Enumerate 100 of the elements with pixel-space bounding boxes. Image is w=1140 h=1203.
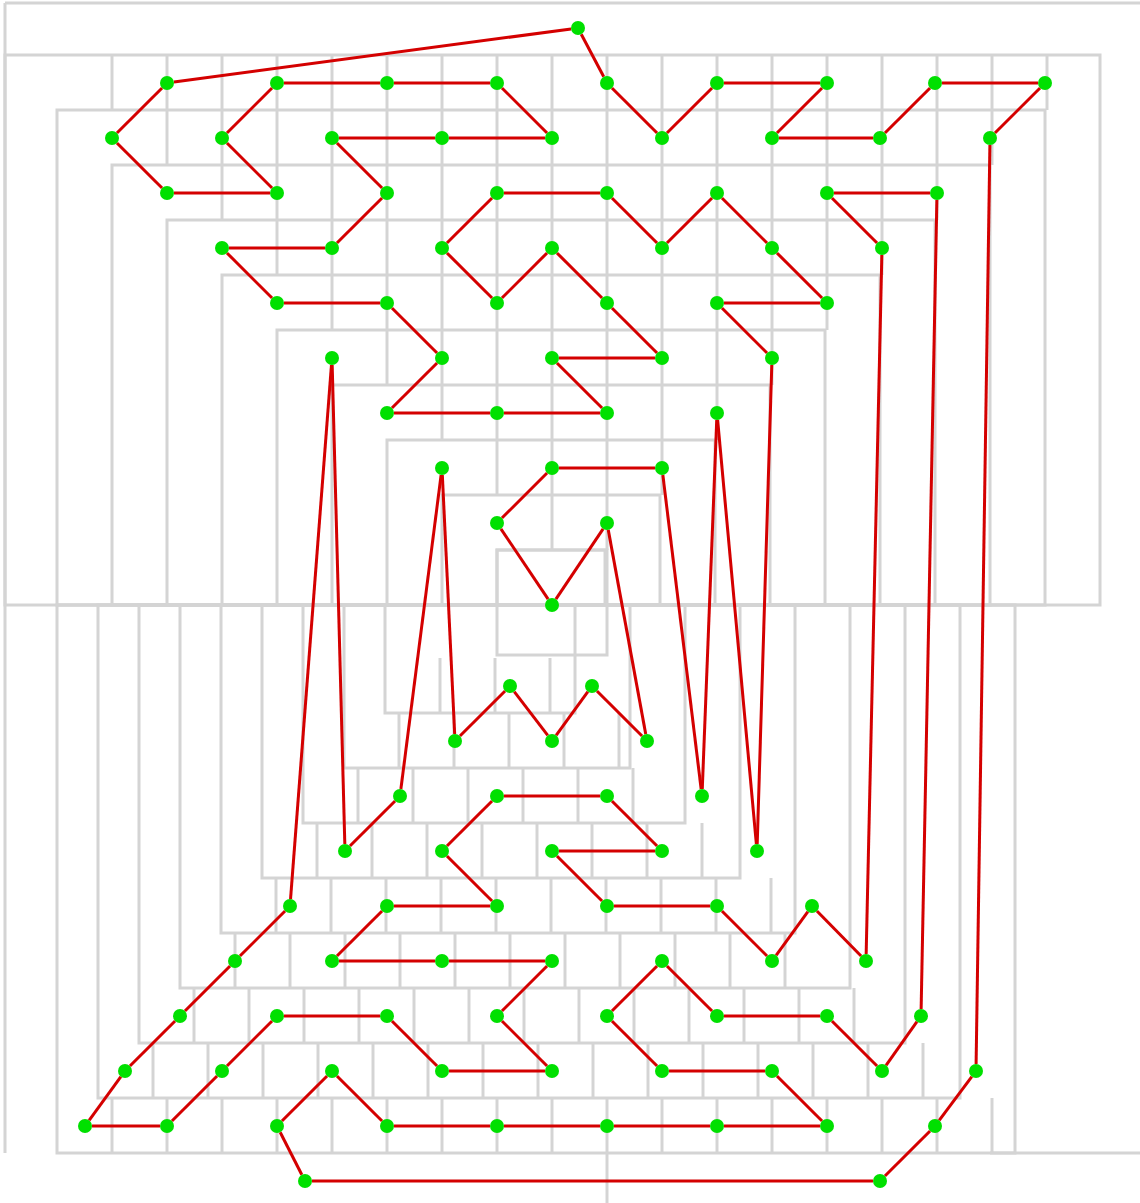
connector-line bbox=[339, 136, 435, 140]
connector-line bbox=[445, 196, 494, 245]
connector-line bbox=[555, 361, 604, 410]
connector-line bbox=[339, 959, 435, 963]
connector-line bbox=[225, 141, 274, 190]
connector-line bbox=[500, 86, 549, 135]
connector-line bbox=[458, 689, 507, 738]
connector-line bbox=[390, 306, 439, 355]
connector-line bbox=[755, 364, 774, 845]
connector-line bbox=[128, 1019, 177, 1068]
connector-line bbox=[830, 196, 879, 245]
connector-line bbox=[335, 141, 384, 190]
connector-line bbox=[312, 1179, 873, 1183]
connector-line bbox=[669, 1069, 765, 1073]
connector-line bbox=[815, 909, 863, 958]
connector-line bbox=[716, 419, 758, 845]
connector-line bbox=[661, 474, 703, 790]
connector-line bbox=[724, 301, 820, 305]
connector-line bbox=[440, 474, 457, 735]
connector-line bbox=[504, 794, 600, 798]
connector-line bbox=[610, 306, 659, 355]
connector-line bbox=[173, 27, 572, 84]
connector-line bbox=[559, 466, 655, 470]
connector-line bbox=[665, 964, 714, 1013]
connector-line bbox=[614, 1124, 710, 1128]
connector-line bbox=[720, 909, 769, 958]
connector-line bbox=[289, 364, 333, 900]
connector-line bbox=[280, 1074, 329, 1123]
connector-line bbox=[665, 196, 714, 245]
connector-line bbox=[554, 527, 605, 601]
connector-line bbox=[513, 690, 549, 737]
connector-line bbox=[115, 86, 164, 135]
connector-line bbox=[225, 1019, 274, 1068]
connector-line bbox=[610, 964, 659, 1013]
connector-line bbox=[499, 527, 550, 601]
connector-line bbox=[720, 196, 769, 245]
connector-line bbox=[174, 191, 270, 195]
connector-line bbox=[449, 959, 545, 963]
connector-line bbox=[606, 529, 648, 735]
connector-line bbox=[554, 690, 590, 737]
connector-line bbox=[614, 904, 710, 908]
connector-line bbox=[775, 86, 824, 135]
connector-line bbox=[449, 1069, 545, 1073]
connector-line bbox=[700, 419, 719, 790]
connector-line bbox=[974, 144, 992, 1065]
connector-line bbox=[595, 689, 644, 738]
connector-line bbox=[775, 1074, 824, 1123]
connector-line bbox=[610, 799, 659, 848]
connector-line bbox=[665, 86, 714, 135]
connector-line bbox=[284, 301, 380, 305]
connector-line bbox=[724, 1124, 820, 1128]
connector-line bbox=[775, 251, 824, 300]
connector-line bbox=[445, 799, 494, 848]
connector-line bbox=[449, 136, 545, 140]
connector-line bbox=[883, 1129, 932, 1178]
connector-line bbox=[883, 86, 932, 135]
connector-line bbox=[864, 254, 884, 955]
connector-line bbox=[720, 306, 769, 355]
connector-line bbox=[830, 1019, 879, 1068]
connector-line bbox=[610, 86, 659, 135]
connector-line bbox=[115, 141, 164, 190]
connector-line bbox=[724, 81, 820, 85]
connector-line bbox=[394, 1124, 490, 1128]
connector-line bbox=[399, 474, 443, 790]
connector-line bbox=[779, 136, 873, 140]
connector-line bbox=[390, 361, 439, 410]
connector-line bbox=[335, 1074, 384, 1123]
connector-line bbox=[559, 356, 655, 360]
connector-line bbox=[92, 1124, 160, 1128]
connector-line bbox=[330, 364, 347, 845]
connector-line bbox=[504, 1124, 600, 1128]
connector-line bbox=[579, 33, 606, 78]
connector-line bbox=[229, 246, 325, 250]
connector-line bbox=[884, 1020, 919, 1067]
connector-line bbox=[500, 1019, 549, 1068]
connector-line bbox=[555, 854, 604, 903]
connector-line bbox=[774, 910, 810, 957]
connector-line bbox=[610, 196, 659, 245]
connector-line bbox=[335, 909, 384, 958]
connector-line bbox=[348, 799, 397, 848]
connector-line bbox=[834, 191, 930, 195]
connector-line bbox=[942, 81, 1038, 85]
connector-line bbox=[394, 411, 490, 415]
connector-line bbox=[500, 964, 549, 1013]
connector-line bbox=[445, 854, 494, 903]
connector-line bbox=[183, 964, 232, 1013]
connector-line bbox=[724, 1014, 820, 1018]
connector-line bbox=[170, 1074, 219, 1123]
connector-line bbox=[390, 1019, 439, 1068]
connector-line bbox=[610, 1019, 659, 1068]
connector-line bbox=[284, 1014, 380, 1018]
connector-line bbox=[993, 86, 1042, 135]
connector-line bbox=[394, 81, 490, 85]
connector-line bbox=[284, 81, 380, 85]
connector-line bbox=[504, 411, 600, 415]
connector-line bbox=[559, 849, 655, 853]
connector-line bbox=[937, 1075, 974, 1122]
connector-line bbox=[225, 86, 274, 135]
connector-line bbox=[555, 251, 604, 300]
connector-line bbox=[504, 191, 600, 195]
